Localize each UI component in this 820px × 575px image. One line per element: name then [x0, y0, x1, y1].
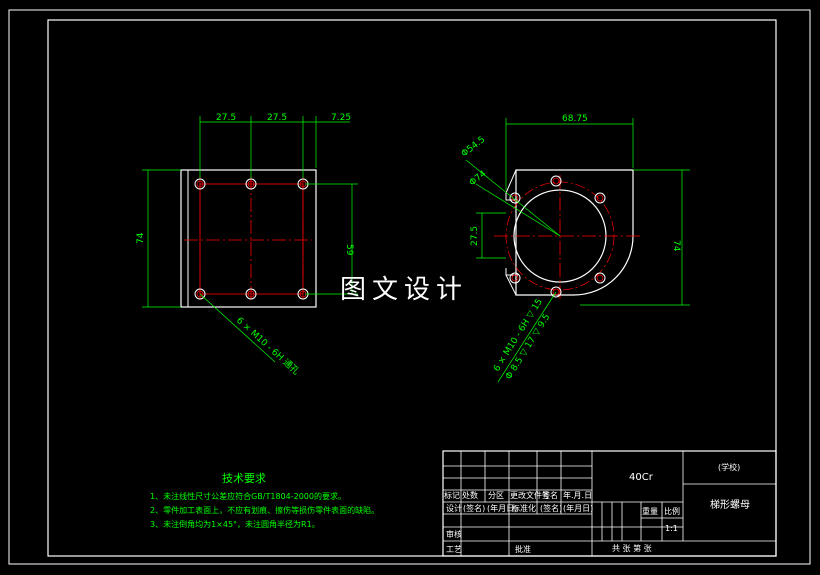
side-hole-inner: [511, 274, 519, 282]
front-dim-top-3: 7.25: [331, 113, 351, 123]
title-block-design-sign: (签名): [463, 503, 485, 513]
outer-border: [8, 9, 811, 565]
title-block-approve-label: 批准: [515, 544, 531, 554]
front-hole-inner: [196, 290, 204, 298]
front-view: 27.5 27.5 7.25 74 59 6 × M10 - 6H 通孔: [136, 113, 358, 377]
title-block-scale-label: 比例: [664, 506, 680, 516]
title-block-part-name: 梯形螺母: [710, 498, 750, 511]
title-block-standard-sign: (签名): [540, 503, 562, 513]
front-leader-note: 6 × M10 - 6H 通孔: [234, 315, 301, 377]
front-hole-inner: [247, 290, 255, 298]
side-dim-top: 68.75: [562, 114, 588, 124]
side-top-dimension: [505, 118, 634, 190]
front-view-outline: [180, 169, 317, 308]
title-block-sheet-text: 共 张 第 张: [612, 543, 652, 553]
title-block-label: 分区: [488, 491, 504, 500]
title-block-label: 签名: [542, 490, 558, 500]
front-view-bolt-rect: [199, 183, 304, 295]
front-dim-top-2: 27.5: [267, 113, 287, 123]
side-hole: [594, 272, 606, 284]
tech-requirement-item: 1、未注线性尺寸公差应符合GB/T1804-2000的要求。: [150, 491, 346, 501]
title-block-review-label: 审核: [446, 529, 462, 539]
front-dim-top-1: 27.5: [216, 113, 236, 123]
side-hole-inner: [552, 288, 560, 296]
title-block-school: (学校): [718, 462, 740, 472]
side-leader-line: [497, 291, 557, 383]
title-block-label: 年.月.日: [563, 490, 592, 500]
title-block-label: 处数: [462, 490, 478, 500]
watermark-text: 图文设计: [340, 275, 468, 305]
front-dim-left: 74: [136, 232, 146, 244]
side-hole-inner: [511, 194, 519, 202]
side-slot-top: [505, 193, 518, 201]
side-right-dimension: [580, 169, 690, 306]
title-block-label: 更改文件号: [510, 490, 550, 500]
front-top-dimensions: [199, 116, 350, 178]
title-block-process-label: 工艺: [446, 545, 462, 554]
title-block-standard-date: (年月日): [563, 503, 593, 513]
title-block-standard-label: 标准化: [512, 503, 536, 513]
inner-border: [47, 19, 777, 557]
side-dim-left: 27.5: [470, 226, 480, 246]
side-diameter-leader-2: [475, 183, 561, 237]
tech-requirement-item: 2、零件加工表面上，不应有划痕、擦伤等损伤零件表面的缺陷。: [150, 505, 379, 515]
side-left-dimension: [476, 212, 506, 259]
front-right-dimension: [305, 183, 358, 295]
front-hole: [194, 288, 206, 300]
front-hole: [194, 178, 206, 190]
title-block-label: 标记: [444, 490, 460, 500]
side-view-outline: [515, 169, 634, 296]
tech-requirements-title: 技术要求: [222, 472, 266, 485]
front-left-dimension: [142, 169, 181, 308]
front-leader-line: [199, 293, 276, 363]
side-hole: [509, 192, 521, 204]
side-dim-right: 74: [671, 240, 681, 252]
side-hole: [550, 175, 562, 187]
side-hole-inner: [596, 194, 604, 202]
side-view: 68.75 27.5 74 Φ54.5 Φ74 6 × M10 - 6H ▽ 1…: [460, 114, 690, 383]
side-slot-bottom-edge: [505, 274, 517, 296]
title-block-weight-label: 重量: [642, 506, 658, 516]
side-hole: [509, 272, 521, 284]
side-slot-top-edge: [505, 169, 517, 194]
title-block: [442, 450, 777, 557]
front-hole-inner: [196, 180, 204, 188]
title-block-design-label: 设计: [446, 503, 462, 513]
side-hole: [594, 192, 606, 204]
front-hole-inner: [247, 180, 255, 188]
title-block-material: 40Cr: [629, 472, 654, 483]
tech-requirement-item: 3、未注倒角均为1×45°，未注圆角半径为R1。: [150, 519, 320, 529]
front-dim-right: 59: [344, 244, 354, 256]
side-dim-diameter-small: Φ54.5: [460, 135, 488, 160]
side-hole-inner: [596, 274, 604, 282]
side-hole-inner: [552, 177, 560, 185]
side-diameter-leader-1: [465, 159, 561, 237]
front-hole: [245, 288, 257, 300]
title-block-design-date: (年月日): [487, 503, 517, 513]
title-block-scale-value: 1:1: [665, 524, 678, 533]
front-hole: [245, 178, 257, 190]
tech-requirements: 技术要求 1、未注线性尺寸公差应符合GB/T1804-2000的要求。 2、零件…: [150, 472, 379, 529]
side-hole: [550, 286, 562, 298]
